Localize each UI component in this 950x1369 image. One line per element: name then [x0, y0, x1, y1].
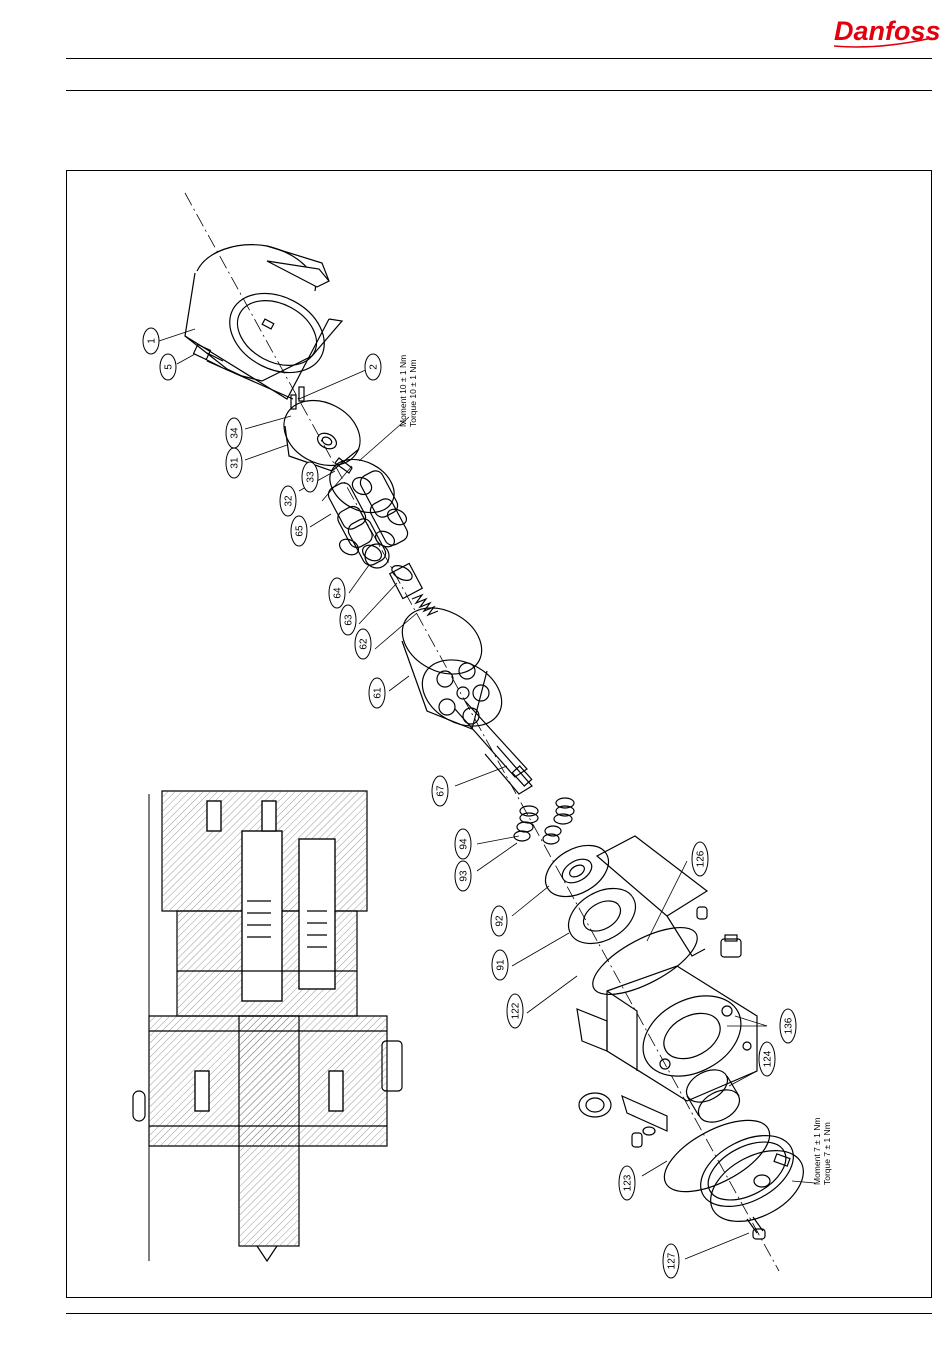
svg-text:94: 94	[459, 838, 470, 850]
torque-note-upper-line1: Moment 10 ± 1 Nm	[398, 355, 408, 427]
svg-text:122: 122	[511, 1002, 522, 1019]
callout-126: 126	[692, 842, 708, 876]
svg-text:1: 1	[147, 338, 158, 344]
callout-127: 127	[663, 1244, 679, 1278]
svg-text:126: 126	[696, 850, 707, 867]
callout-62: 62	[355, 629, 371, 659]
svg-text:127: 127	[667, 1252, 678, 1269]
header-bottom-rule	[66, 90, 932, 91]
bolt-5	[194, 345, 223, 367]
svg-text:32: 32	[284, 495, 295, 507]
callout-61: 61	[369, 678, 385, 708]
callout-67: 67	[432, 776, 448, 806]
svg-text:64: 64	[333, 587, 344, 599]
callout-31: 31	[226, 448, 242, 478]
brand-wordmark: Danfoss	[834, 16, 940, 46]
exploded-view-drawing: 1 5 2 34 31 32 33 65 64 63 62 61 67 94 9…	[67, 171, 931, 1297]
callout-94: 94	[455, 829, 471, 859]
housing-part	[185, 245, 342, 399]
svg-text:2: 2	[369, 364, 380, 370]
svg-text:93: 93	[459, 870, 470, 882]
callout-5: 5	[160, 354, 176, 380]
svg-text:62: 62	[359, 638, 370, 650]
svg-text:5: 5	[164, 364, 175, 370]
danfoss-logo-mark: Danfoss	[828, 8, 940, 52]
callout-93: 93	[455, 861, 471, 891]
piston-assembly	[321, 449, 411, 568]
cylinder-block-61	[391, 595, 513, 739]
svg-text:33: 33	[306, 471, 317, 483]
callout-1: 1	[143, 328, 159, 354]
spring-62	[412, 595, 438, 615]
torque-note-lower-line1: Moment 7 ± 1 Nm	[812, 1118, 822, 1186]
svg-text:61: 61	[373, 687, 384, 699]
end-cap	[689, 1121, 815, 1236]
danfoss-logo: Danfoss	[828, 8, 940, 52]
torque-note-upper-line2: Torque 10 ± 1 Nm	[408, 359, 418, 427]
callout-92: 92	[491, 906, 507, 936]
callout-34: 34	[226, 418, 242, 448]
svg-text:67: 67	[436, 785, 447, 797]
swash-plate	[273, 388, 372, 479]
o-ring-122	[583, 914, 706, 1007]
callout-2: 2	[365, 354, 381, 380]
svg-text:91: 91	[496, 959, 507, 971]
svg-text:136: 136	[784, 1017, 795, 1034]
torque-note-lower: Moment 7 ± 1 Nm Torque 7 ± 1 Nm	[812, 1118, 832, 1186]
svg-text:124: 124	[763, 1050, 774, 1067]
callout-64: 64	[329, 578, 345, 608]
callout-32: 32	[280, 486, 296, 516]
valve-plate-92	[537, 835, 618, 907]
callout-123: 123	[619, 1166, 635, 1200]
gasket-126	[597, 836, 707, 956]
bush-124	[681, 1063, 745, 1128]
callout-91: 91	[492, 950, 508, 980]
drawing-frame: 1 5 2 34 31 32 33 65 64 63 62 61 67 94 9…	[66, 170, 932, 1298]
footer-rule	[66, 1313, 932, 1314]
callout-136: 136	[780, 1009, 796, 1043]
callout-122: 122	[507, 994, 523, 1028]
svg-text:31: 31	[230, 457, 241, 469]
callout-63: 63	[340, 605, 356, 635]
header-top-rule	[66, 58, 932, 59]
shaft-67	[455, 701, 532, 794]
callout-65: 65	[291, 516, 307, 546]
torque-note-lower-line2: Torque 7 ± 1 Nm	[822, 1122, 832, 1185]
side-plug	[579, 1093, 611, 1117]
svg-text:92: 92	[495, 915, 506, 927]
callout-33: 33	[302, 462, 318, 492]
svg-text:34: 34	[230, 427, 241, 439]
torque-note-upper: Moment 10 ± 1 Nm Torque 10 ± 1 Nm	[398, 355, 418, 427]
o-rings-93-94	[514, 798, 574, 844]
svg-text:123: 123	[623, 1174, 634, 1191]
sectional-view	[133, 791, 402, 1261]
svg-text:63: 63	[344, 614, 355, 626]
svg-text:65: 65	[295, 525, 306, 537]
callout-124: 124	[759, 1042, 775, 1076]
pin-123	[632, 1127, 655, 1147]
